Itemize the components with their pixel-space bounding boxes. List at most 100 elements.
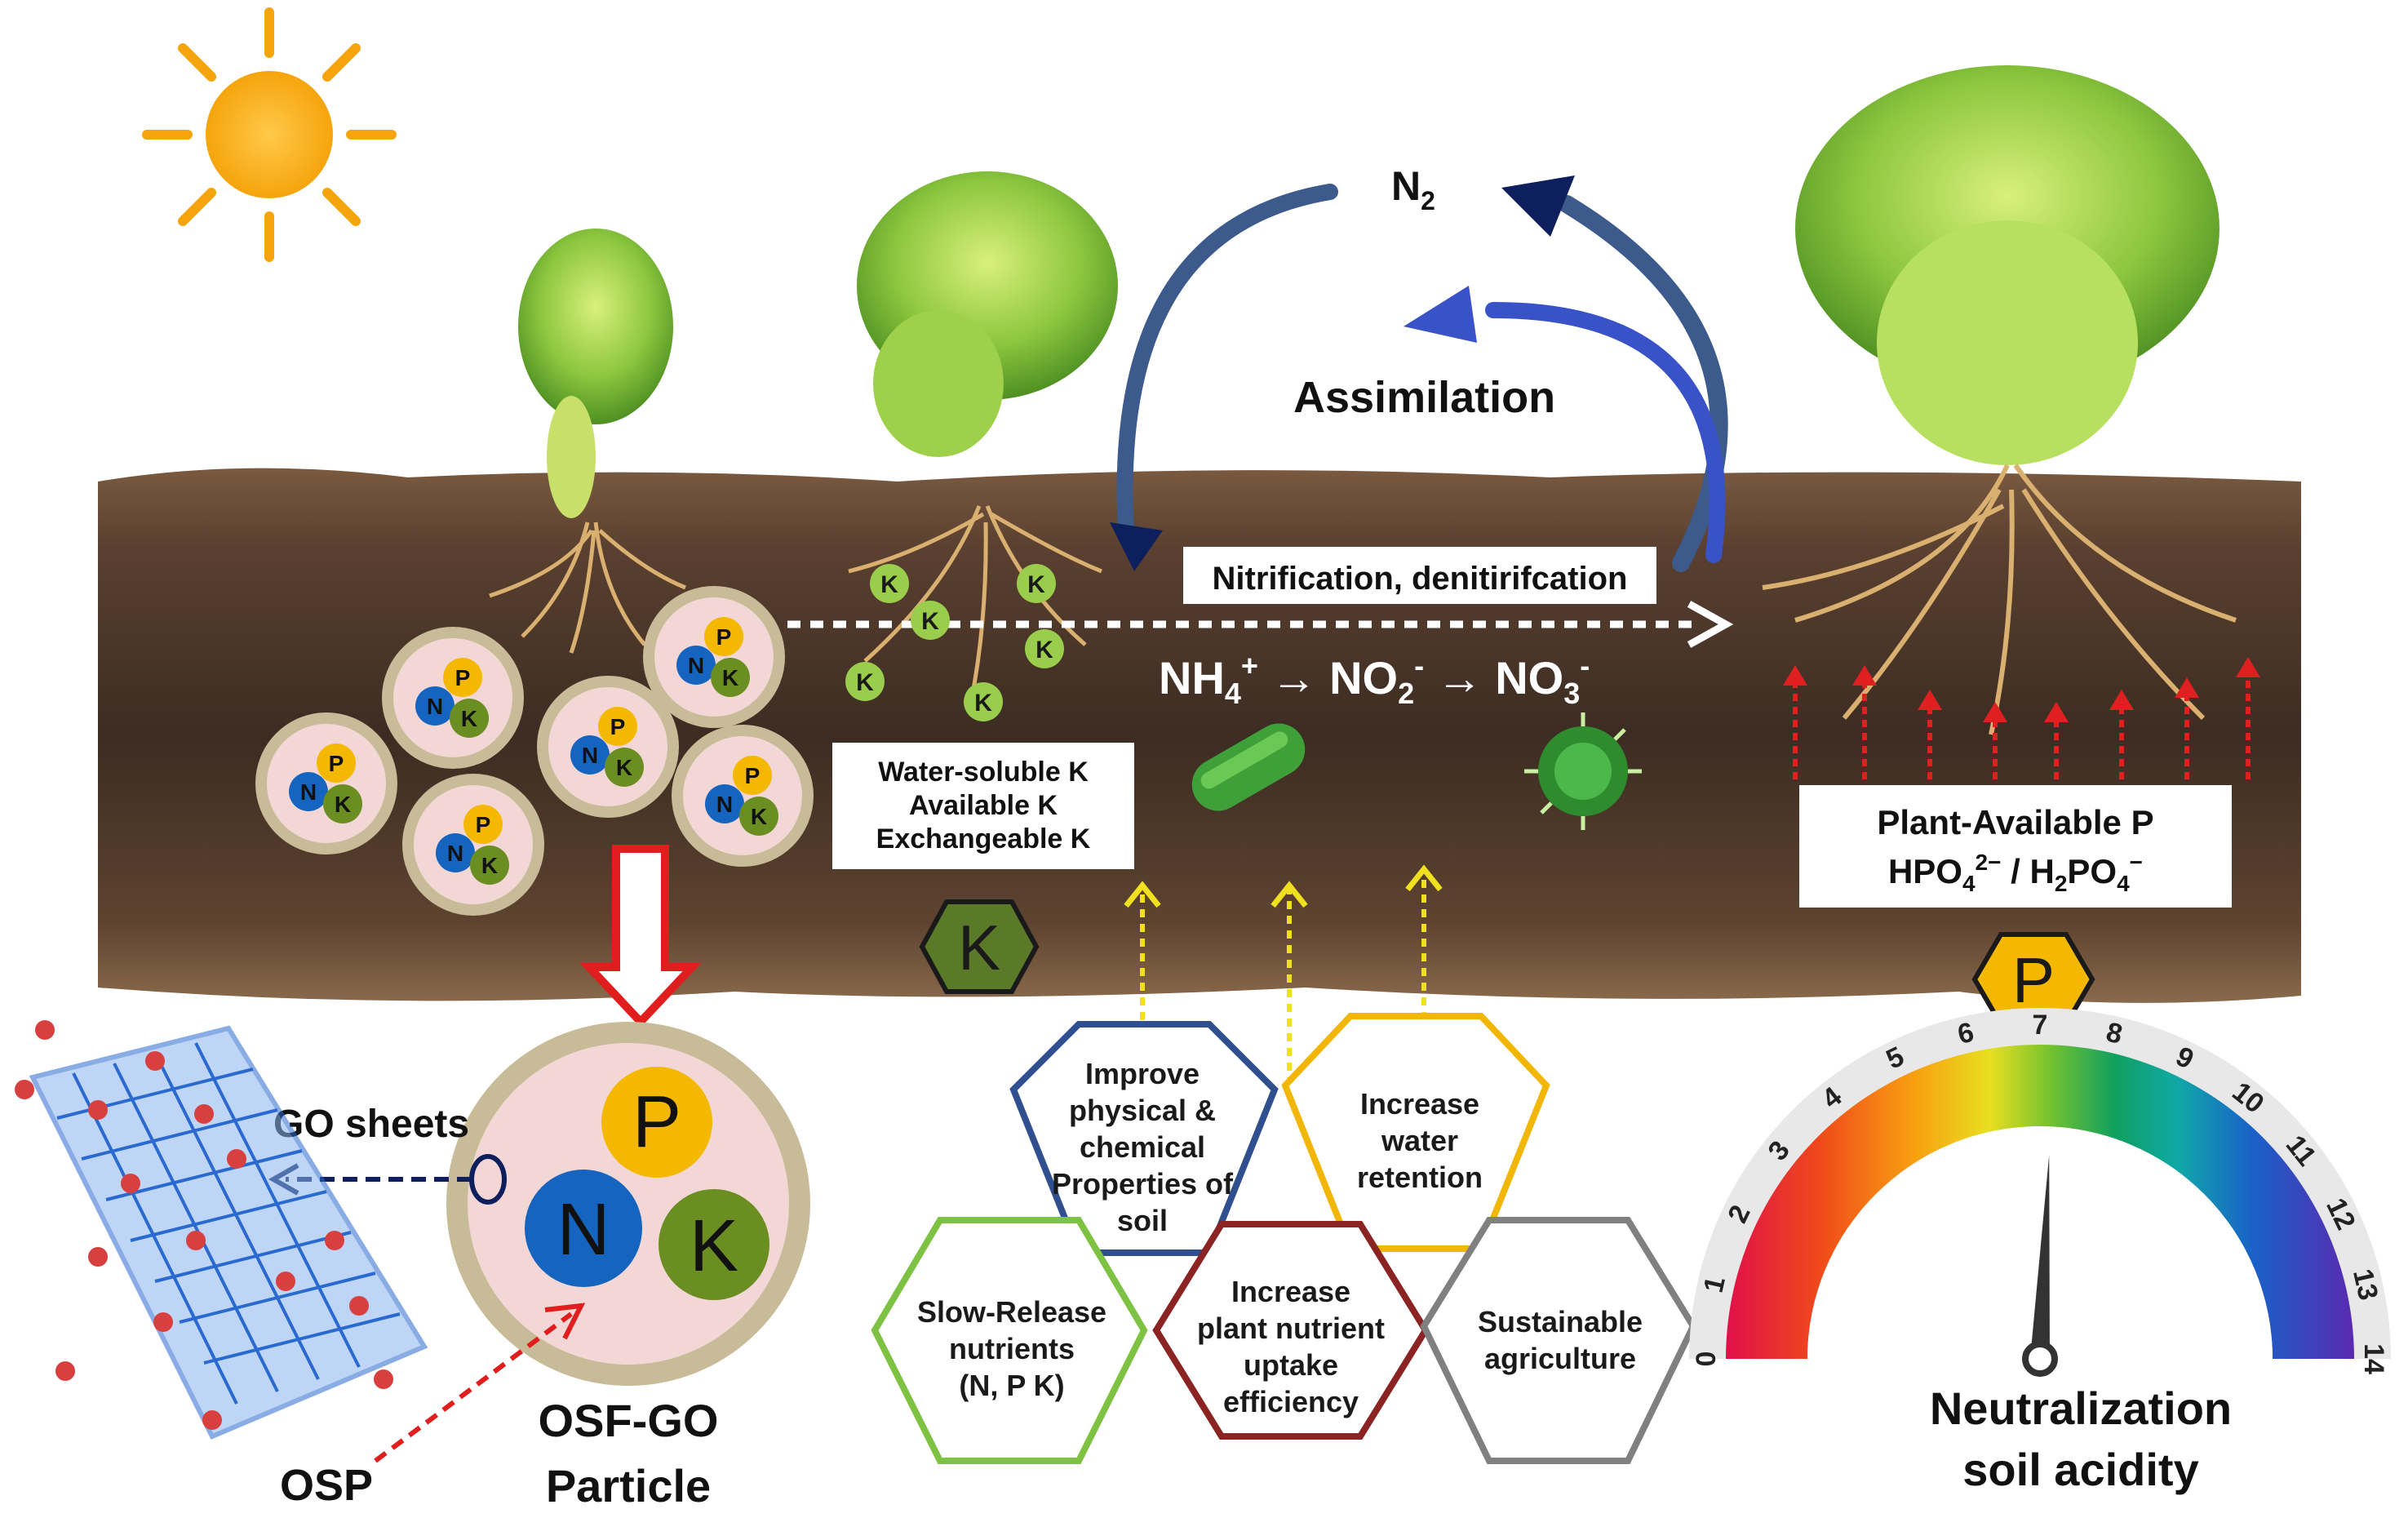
particle-letter-k: K (690, 1205, 738, 1287)
ph-needle (2022, 1155, 2058, 1377)
assimilation-label: Assimilation (1293, 373, 1555, 422)
sustainable-line-2: agriculture (1484, 1342, 1636, 1375)
svg-text:K: K (880, 571, 898, 598)
k-ions: K K K K K K (845, 564, 1064, 721)
benefit-arrowheads (1124, 864, 1443, 908)
phosphorus-line-1: Plant-Available P (1877, 803, 2153, 841)
improve-line-3: chemical (1080, 1130, 1205, 1164)
ph-label: 13 (2347, 1266, 2384, 1303)
n2-arrowhead-up (1501, 175, 1575, 237)
phosphorus-box (1799, 785, 2232, 908)
potassium-line-3: Exchangeable K (876, 823, 1091, 854)
particle-label-1: OSF-GO (539, 1395, 719, 1446)
improve-line-2: physical & (1069, 1094, 1216, 1127)
n2-cycle-arrow-up (1558, 195, 1728, 572)
hex-slow (871, 1217, 1148, 1464)
svg-text:K: K (1027, 571, 1045, 598)
round-bacteria-icon (1524, 712, 1642, 830)
svg-text:P: P (610, 714, 626, 739)
svg-text:K: K (481, 853, 498, 878)
n2-label: N2 (1391, 163, 1435, 215)
svg-text:P: P (455, 665, 471, 690)
graphene-oxide-sheet (15, 1020, 428, 1440)
osp-pointer (374, 1312, 573, 1463)
zoom-arrow-down (579, 845, 702, 1028)
svg-text:P: P (329, 751, 344, 776)
water-line-2: water (1381, 1124, 1458, 1157)
potassium-line-2: Available K (909, 790, 1058, 821)
phosphorus-line-2: HPO42− / H2PO4− (1888, 850, 2143, 896)
ph-label: 7 (2033, 1010, 2048, 1041)
improve-line-1: Improve (1085, 1057, 1200, 1090)
nitrogen-chain: NH4+ → NO2- → NO3- (1159, 649, 1590, 710)
svg-text:K: K (461, 706, 477, 731)
svg-text:K: K (751, 804, 767, 829)
svg-text:N: N (447, 841, 463, 866)
uptake-line-3: uptake (1244, 1348, 1338, 1382)
nitrification-label: Nitrification, denitirifcation (1213, 561, 1628, 597)
particle-letter-n: N (557, 1189, 610, 1271)
potassium-box (832, 743, 1134, 869)
neutralization-line-2: soil acidity (1962, 1444, 2198, 1495)
water-line-1: Increase (1360, 1087, 1479, 1121)
assimilation-arrow (1485, 302, 1726, 563)
svg-text:K: K (1035, 637, 1053, 664)
ph-needle-pointer (2030, 1155, 2050, 1360)
osp-pointer-head (544, 1303, 586, 1340)
svg-text:P: P (716, 624, 732, 650)
dotted-flow-arrowhead (1687, 601, 1734, 648)
slow-line-2: nutrients (949, 1332, 1075, 1365)
particle-label-2: Particle (546, 1460, 711, 1511)
svg-text:N: N (688, 653, 704, 678)
svg-text:N: N (427, 694, 443, 719)
svg-text:K: K (616, 755, 632, 780)
svg-text:P: P (745, 763, 761, 788)
svg-text:K: K (921, 608, 939, 635)
svg-text:P: P (476, 812, 491, 837)
lettuce-plant-small (489, 229, 686, 654)
osp-label: OSP (280, 1461, 373, 1510)
ph-gauge (1689, 1008, 2391, 1359)
svg-text:N: N (300, 779, 317, 805)
nitrification-box (1183, 547, 1656, 604)
go-sheets-label: GO sheets (273, 1103, 469, 1146)
phosphorus-uptake-arrows (1793, 673, 2251, 779)
rod-bacteria-icon (1191, 723, 1306, 811)
p-hexagon-letter: P (2012, 944, 2055, 1016)
improve-line-4: Properties of (1052, 1167, 1234, 1201)
uptake-line-4: efficiency (1223, 1385, 1359, 1418)
assimilation-arrowhead (1404, 286, 1477, 343)
water-line-3: retention (1357, 1161, 1483, 1194)
uptake-line-2: plant nutrient (1197, 1312, 1385, 1345)
n2-arrowhead-down (1110, 522, 1163, 571)
lettuce-plant-large (1762, 65, 2237, 735)
ph-needle-hub (2022, 1341, 2058, 1377)
phosphorus-uptake-arrowheads (1783, 657, 2260, 722)
ph-label: 0 (1691, 1352, 1722, 1367)
k-hexagon (919, 899, 1040, 994)
improve-line-5: soil (1117, 1204, 1168, 1237)
npk-particles: P N K P N K P N K P N K P N K (255, 586, 814, 916)
svg-text:K: K (335, 792, 351, 817)
sustainable-line-1: Sustainable (1478, 1305, 1643, 1338)
hex-sustainable (1420, 1217, 1697, 1464)
svg-text:K: K (974, 690, 992, 717)
svg-text:K: K (856, 669, 874, 696)
neutralization-line-1: Neutralization (1930, 1383, 2232, 1434)
svg-text:N: N (716, 792, 733, 817)
slow-line-1: Slow-Release (917, 1295, 1106, 1329)
potassium-line-1: Water-soluble K (878, 757, 1089, 788)
slow-line-3: (N, P K) (959, 1369, 1064, 1402)
benefit-arrows (1140, 873, 1426, 1085)
svg-text:K: K (722, 665, 738, 690)
k-hexagon-letter: K (958, 912, 1000, 983)
lettuce-plant-medium (848, 171, 1118, 703)
osf-go-particle (446, 1022, 810, 1386)
particle-letter-p: P (632, 1081, 681, 1163)
sun-icon (142, 7, 397, 262)
svg-text:N: N (582, 743, 598, 768)
uptake-line-1: Increase (1231, 1275, 1350, 1308)
n2-cycle-arrow-down (1116, 184, 1338, 539)
ph-label: 14 (2358, 1343, 2389, 1374)
